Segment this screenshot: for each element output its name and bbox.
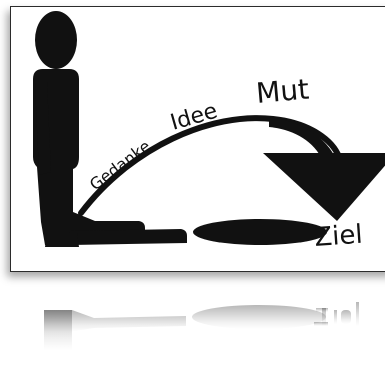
word-gedanke: Gedanke bbox=[86, 136, 154, 194]
word-idee: Idee bbox=[168, 99, 221, 136]
word-ziel: Ziel bbox=[313, 220, 363, 253]
illustration-svg: Gedanke Idee Mut Ziel bbox=[11, 7, 385, 272]
illustration-card: Gedanke Idee Mut Ziel bbox=[10, 6, 385, 272]
mirror-reflection bbox=[10, 272, 385, 376]
person-figure-icon bbox=[33, 11, 187, 247]
hole-ellipse-icon bbox=[193, 219, 327, 245]
word-mut: Mut bbox=[255, 72, 311, 109]
reflection-svg bbox=[10, 272, 385, 376]
reflected-hole-icon bbox=[192, 305, 326, 329]
